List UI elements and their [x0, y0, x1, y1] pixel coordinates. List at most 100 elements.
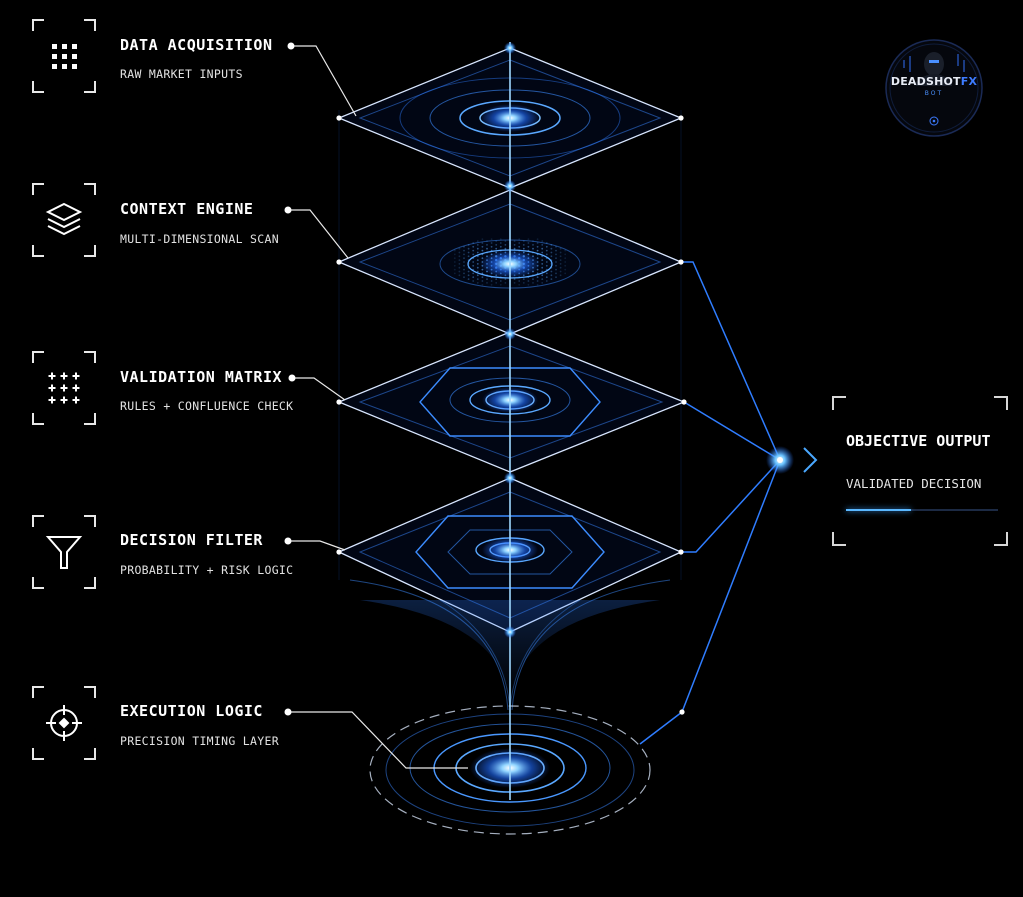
scan-dot	[545, 280, 548, 282]
scan-dot	[522, 247, 525, 250]
objective-output-panel: OBJECTIVE OUTPUT VALIDATED DECISION	[832, 396, 1008, 546]
scan-dot	[550, 247, 553, 250]
scan-dot	[490, 245, 493, 248]
scan-dot	[559, 263, 562, 265]
scan-dot	[555, 264, 557, 267]
brand-logo: DEADSHOTFX BOT	[884, 38, 984, 138]
scan-dot	[458, 247, 461, 250]
stage-icon-box-1	[32, 19, 96, 93]
scan-dot	[541, 251, 544, 254]
scan-dot	[476, 270, 479, 273]
scan-dot	[499, 242, 502, 244]
scan-dot	[536, 280, 539, 282]
scan-dot	[476, 259, 479, 261]
scan-dot	[481, 276, 484, 279]
scan-dot	[541, 259, 544, 261]
scan-dot	[490, 280, 493, 282]
scan-dot	[513, 282, 516, 284]
scan-dot	[504, 247, 507, 250]
scan-dot	[481, 249, 484, 252]
scan-dot	[559, 259, 562, 261]
stage-subtitle-validation-matrix: RULES + CONFLUENCE CHECK	[120, 399, 294, 413]
scan-dot	[453, 272, 456, 275]
scan-dot	[545, 245, 548, 248]
scan-dot	[527, 283, 530, 286]
scan-dot	[495, 278, 498, 280]
scan-dot	[532, 247, 534, 250]
stage-subtitle-decision-filter: PROBABILITY + RISK LOGIC	[120, 563, 294, 577]
scan-dot	[559, 247, 562, 250]
scan-dot	[476, 240, 479, 243]
stage-subtitle-execution-logic: PRECISION TIMING LAYER	[120, 734, 279, 748]
scan-dot	[550, 274, 553, 277]
scan-dot	[545, 276, 548, 279]
scan-dot	[504, 278, 507, 280]
scan-dot	[499, 283, 502, 286]
scan-dot	[504, 244, 507, 246]
scan-dot	[458, 270, 461, 273]
scan-dot	[499, 245, 502, 248]
scan-dot	[495, 247, 498, 250]
scan-dot	[564, 253, 567, 256]
scan-dot	[499, 238, 502, 241]
scan-dot	[541, 274, 544, 277]
scan-dot	[504, 282, 507, 284]
scan-dot	[541, 263, 544, 265]
scan-dot	[472, 253, 475, 256]
scan-dot	[564, 249, 567, 252]
scan-dot	[527, 238, 530, 241]
scan-dot	[463, 253, 465, 256]
scan-dot	[564, 272, 567, 275]
logo-wordmark: DEADSHOTFX	[890, 75, 978, 88]
scan-dot	[555, 268, 557, 271]
stage-title-context-engine: CONTEXT ENGINE	[120, 200, 254, 218]
scan-dot	[490, 283, 493, 286]
scan-dot	[545, 253, 548, 256]
scan-dot	[564, 257, 567, 260]
scan-dot	[476, 247, 479, 250]
plus-grid-icon	[48, 372, 80, 404]
layers-icon	[45, 202, 83, 236]
scan-dot	[504, 240, 507, 243]
scan-dot	[463, 257, 465, 260]
scan-dot	[513, 278, 516, 280]
scan-dot	[536, 238, 539, 241]
output-title: OBJECTIVE OUTPUT	[846, 432, 991, 450]
scan-dot	[527, 245, 530, 248]
scan-dot	[513, 240, 516, 243]
scan-dot	[541, 278, 544, 280]
scan-dot	[550, 278, 553, 280]
scan-dot	[541, 244, 544, 246]
scan-dot	[522, 244, 525, 246]
scan-dot	[481, 238, 484, 241]
grid-dots-icon	[52, 44, 77, 69]
scan-dot	[536, 276, 539, 279]
scan-dot	[458, 266, 461, 269]
scan-dot	[486, 247, 488, 250]
scan-dot	[472, 264, 475, 267]
scan-dot	[467, 255, 470, 258]
scan-dot	[527, 242, 530, 244]
scan-dot	[545, 261, 548, 263]
scan-dot	[518, 245, 521, 248]
crosshair-icon	[46, 705, 82, 741]
scan-dot	[545, 249, 548, 252]
scan-dot	[495, 282, 498, 284]
scan-dot	[467, 278, 470, 280]
scan-dot	[513, 247, 516, 250]
scan-dot	[472, 261, 475, 263]
scan-dot	[481, 283, 484, 286]
scan-dot	[467, 270, 470, 273]
scan-dot	[467, 247, 470, 250]
scan-dot	[467, 251, 470, 254]
output-connectors	[639, 261, 781, 745]
scan-dot	[467, 274, 470, 277]
scan-dot	[555, 272, 557, 275]
scan-dot	[472, 280, 475, 282]
output-subtitle: VALIDATED DECISION	[846, 476, 982, 491]
scan-dot	[453, 261, 456, 263]
scan-dot	[463, 268, 465, 271]
stage-title-execution-logic: EXECUTION LOGIC	[120, 702, 263, 720]
scan-dot	[545, 264, 548, 267]
